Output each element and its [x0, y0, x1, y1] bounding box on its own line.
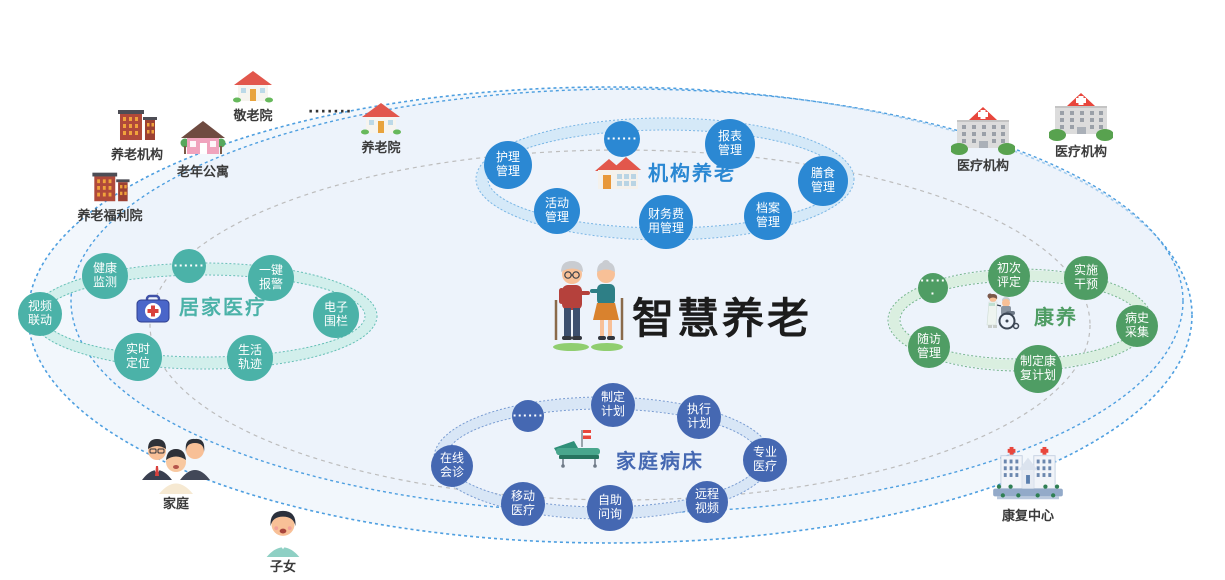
inner-gray-dashed-ellipse — [149, 149, 1091, 501]
wheelchair-nurse-icon — [981, 291, 1021, 335]
peripheral-label: 敬老院 — [233, 109, 273, 124]
node-plan-execution: 执行计划 — [677, 395, 721, 439]
node-electronic-fence: 电子围栏 — [313, 292, 359, 338]
node-intervention: 实施干预 — [1064, 256, 1108, 300]
cluster-title-rehab: 康养 — [1034, 305, 1078, 329]
peripheral-medical-institution-2: 医疗机构 — [1049, 92, 1113, 161]
node-archive-management: 档案管理 — [744, 192, 792, 240]
node-followup-management: 随访管理 — [908, 326, 950, 368]
node-dots: ······ — [172, 249, 206, 283]
node-video-linkage: 视频联动 — [18, 292, 62, 336]
node-online-consultation: 在线会诊 — [431, 445, 473, 487]
peripheral-label: 养老福利院 — [77, 209, 143, 224]
peripheral-respect-home: 敬老院 — [233, 70, 273, 125]
child-icon — [266, 510, 300, 557]
peripheral-children: 子女 — [261, 507, 305, 576]
hospital-icon — [951, 107, 1015, 155]
node-health-monitoring: 健康监测 — [82, 253, 128, 299]
peripheral-label: 家庭 — [162, 497, 189, 512]
node-one-key-alarm: 一键报警 — [248, 255, 294, 301]
peripheral-senior-apartment: 老年公寓 — [177, 120, 229, 181]
peripheral-label: 康复中心 — [1001, 509, 1054, 524]
cluster-title-institution: 机构养老 — [648, 161, 736, 185]
red-roof-house-icon — [361, 103, 401, 135]
node-mobile-medical: 移动医疗 — [501, 482, 545, 526]
elderly-couple-icon — [549, 258, 629, 353]
node-plan-making: 制定计划 — [591, 383, 635, 427]
peripheral-elderly-institution: 养老机构 — [111, 103, 163, 164]
node-rehab-plan: 制定康复计划 — [1014, 345, 1062, 393]
node-finance-expense-management: 财务费用管理 — [639, 195, 693, 249]
node-realtime-location: 实时定位 — [114, 333, 162, 381]
peripheral-label: 老年公寓 — [176, 165, 230, 180]
peripheral-family: 家庭 — [140, 436, 212, 513]
peripheral-medical-institution-1: 医疗机构 — [951, 106, 1015, 175]
node-remote-video: 远程视频 — [686, 481, 728, 523]
node-dots: ······ — [604, 121, 640, 157]
node-dots: ······ — [512, 400, 544, 432]
node-dots: ······ — [918, 273, 948, 303]
peripheral-rehab-center: 康复中心 — [988, 446, 1068, 525]
red-building-icon — [91, 172, 130, 202]
cluster-title-family-bed: 家庭病床 — [616, 449, 704, 473]
ellipsis-separator: ······· — [308, 104, 353, 120]
node-initial-assessment: 初次评定 — [988, 255, 1030, 297]
hospital-icon — [1049, 93, 1113, 141]
peripheral-elderly-welfare-home: 养老福利院 — [77, 166, 143, 225]
main-title: 智慧养老 — [632, 294, 813, 343]
node-activity-management: 活动管理 — [534, 188, 580, 234]
peripheral-nursing-home: 养老院 — [361, 102, 401, 157]
peripheral-label: 医疗机构 — [1054, 145, 1107, 160]
peripheral-label: 子女 — [269, 560, 296, 575]
node-nursing-management: 护理管理 — [484, 141, 532, 189]
house-icon — [595, 155, 641, 199]
hospital-bed-icon — [550, 426, 606, 472]
node-professional-medical: 专业医疗 — [743, 438, 787, 482]
node-medical-history: 病史采集 — [1116, 305, 1158, 347]
peripheral-label: 医疗机构 — [956, 159, 1009, 174]
node-self-inquiry: 自助问询 — [587, 485, 633, 531]
medkit-icon — [136, 294, 170, 328]
outer-dashed-ellipse-2 — [70, 88, 1184, 514]
red-roof-house-icon — [233, 71, 273, 103]
node-report-management: 报表管理 — [705, 119, 755, 169]
family-icon — [142, 438, 210, 494]
red-building-icon — [117, 110, 157, 140]
rehab-center-icon — [993, 446, 1063, 500]
pink-house-icon — [180, 121, 226, 154]
cluster-title-home-medical: 居家医疗 — [179, 295, 267, 319]
peripheral-label: 养老院 — [361, 141, 401, 156]
node-life-track: 生活轨迹 — [227, 335, 273, 381]
node-meal-management: 膳食管理 — [798, 156, 848, 206]
peripheral-label: 养老机构 — [110, 148, 164, 163]
